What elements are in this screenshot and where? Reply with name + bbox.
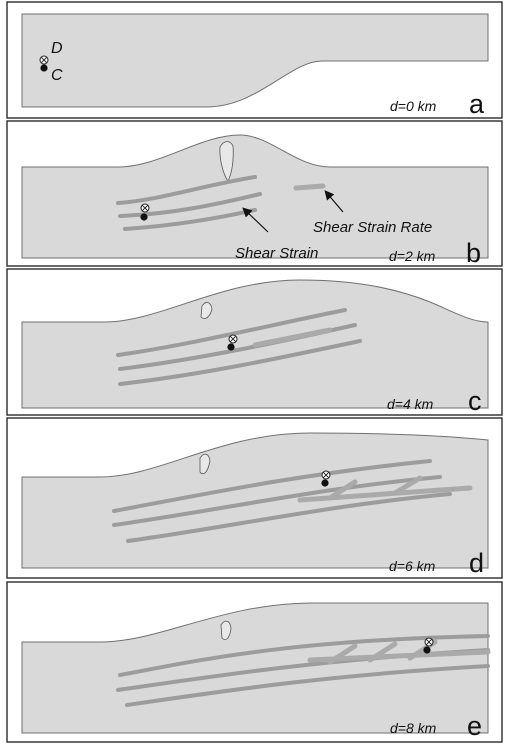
panel-c-marker-d [229,335,237,343]
panel-b-marker-d [141,204,149,212]
panel-b-letter: b [466,238,481,268]
panel-e: d=8 km e [7,582,502,742]
panel-d-displacement-label: d=6 km [389,558,436,574]
panel-e-marker-c [423,646,430,653]
panel-e-letter: e [467,711,482,741]
panel-e-marker-d [425,638,433,646]
panel-b-annotation-shear-strain-rate: Shear Strain Rate [313,219,432,236]
panel-e-displacement-label: d=8 km [390,720,437,736]
panel-a-letter: a [469,89,485,119]
panel-b-marker-c [140,213,147,220]
panel-a-label-d: D [51,40,63,57]
panel-d-letter: d [469,548,484,578]
panel-c-displacement-label: d=4 km [387,396,434,412]
panel-c-marker-c [227,343,234,350]
panel-c: d=4 km c [7,269,502,416]
panel-a: D C d=0 km a [7,2,502,119]
panel-a-marker-c [40,64,47,71]
panel-b-annotation-shear-strain: Shear Strain [235,245,318,262]
panel-c-letter: c [468,386,482,416]
panel-d-marker-d [322,471,330,479]
panel-a-displacement-label: d=0 km [390,98,437,114]
panel-a-label-c: C [51,67,63,84]
panel-d: d=6 km d [7,418,502,578]
panel-d-marker-c [321,479,328,486]
panel-b-displacement-label: d=2 km [389,248,436,264]
panel-b: Shear Strain Rate Shear Strain d=2 km b [7,121,502,268]
panel-a-marker-d [40,56,48,64]
panel-b-strain-rate-band [296,186,323,188]
